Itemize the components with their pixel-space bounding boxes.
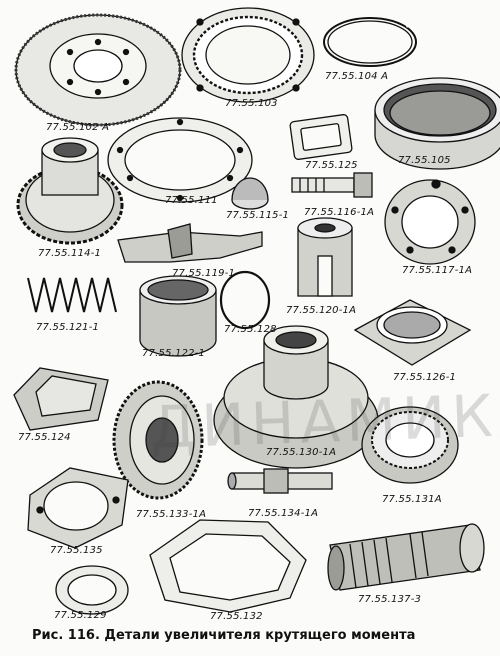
part-clutch-drum xyxy=(112,380,204,500)
part-bearing-assembly xyxy=(361,406,459,484)
label-77-55-121-1: 77.55.121-1 xyxy=(36,322,100,333)
label-77-55-128: 77.55.128 xyxy=(224,324,277,335)
label-77-55-120-1a: 77.55.120-1А xyxy=(286,305,357,316)
part-snap-ring xyxy=(323,17,417,67)
part-spring xyxy=(27,277,117,313)
label-77-55-130-1a: 77.55.130-1А xyxy=(266,447,337,458)
part-cover-plate xyxy=(13,367,109,431)
label-77-55-104a: 77.55.104 А xyxy=(325,71,389,82)
label-77-55-102a: 77.55.102 А xyxy=(46,122,110,133)
label-77-55-122-1: 77.55.122-1 xyxy=(142,348,206,359)
label-77-55-117-1a: 77.55.117-1А xyxy=(402,265,473,276)
label-77-55-111: 77.55.111 xyxy=(165,195,218,206)
part-gasket-round xyxy=(55,565,129,615)
label-77-55-124: 77.55.124 xyxy=(18,432,71,443)
label-77-55-105: 77.55.105 xyxy=(398,155,451,166)
part-seal-plate xyxy=(27,467,129,549)
part-cover-flange xyxy=(14,13,182,127)
label-77-55-129: 77.55.129 xyxy=(54,610,107,621)
part-bearing-ring xyxy=(181,7,315,103)
label-77-55-115-1: 77.55.115-1 xyxy=(226,210,290,221)
part-gasket-bottom xyxy=(149,519,307,613)
label-77-55-116-1a: 77.55.116-1А xyxy=(304,207,375,218)
label-77-55-134-1a: 77.55.134-1А xyxy=(248,508,319,519)
part-shaft xyxy=(227,468,333,494)
label-77-55-132: 77.55.132 xyxy=(210,611,263,622)
part-bearing-housing xyxy=(384,179,476,265)
label-77-55-103: 77.55.103 xyxy=(225,98,278,109)
part-bolt xyxy=(291,172,373,198)
part-ring-gear xyxy=(374,77,500,170)
part-fork-bracket xyxy=(297,217,353,297)
label-77-55-133-1a: 77.55.133-1А xyxy=(136,509,207,520)
part-spline-gear-shaft xyxy=(327,523,485,591)
label-77-55-131a: 77.55.131А xyxy=(382,494,442,505)
label-77-55-126-1: 77.55.126-1 xyxy=(393,372,457,383)
label-77-55-125: 77.55.125 xyxy=(305,160,358,171)
part-flange-housing xyxy=(353,299,472,366)
label-77-55-137-3: 77.55.137-3 xyxy=(358,594,422,605)
part-spur-gear xyxy=(16,137,124,245)
label-77-55-114-1: 77.55.114-1 xyxy=(38,248,102,259)
part-converter-housing xyxy=(213,325,379,469)
part-cap-nut xyxy=(231,177,269,210)
part-lever xyxy=(117,223,263,263)
part-gasket-large xyxy=(107,117,253,203)
label-77-55-119-1: 77.55.119-1 xyxy=(172,268,236,279)
figure-caption: Рис. 116. Детали увеличителя крутящего м… xyxy=(32,628,416,643)
part-bushing xyxy=(139,275,217,357)
label-77-55-135: 77.55.135 xyxy=(50,545,103,556)
part-o-ring xyxy=(219,270,271,330)
part-gasket-small xyxy=(289,114,353,160)
